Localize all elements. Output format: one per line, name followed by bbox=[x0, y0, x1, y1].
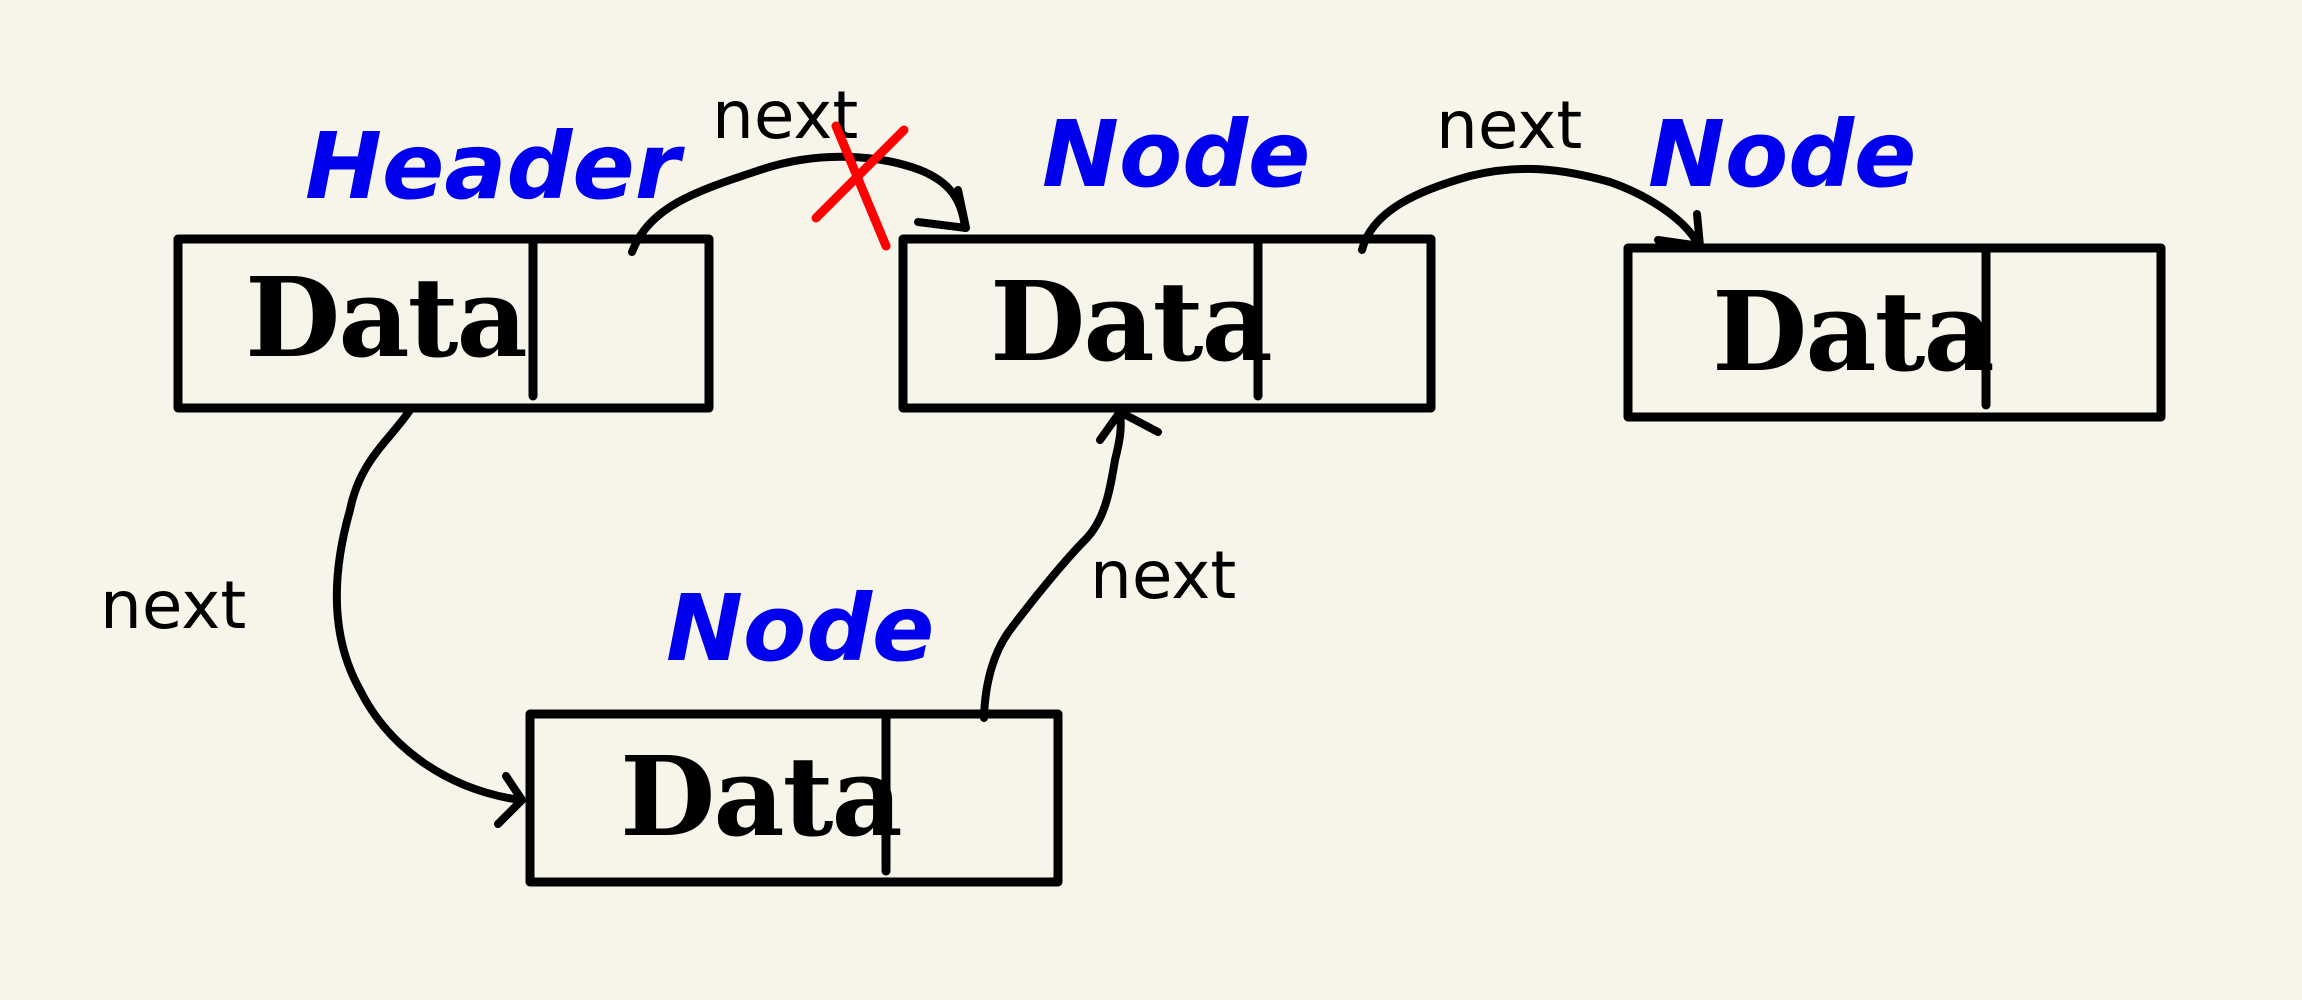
link-label: next bbox=[100, 567, 246, 644]
link-header-to-inserted: next bbox=[100, 406, 526, 828]
node-box bbox=[525, 709, 1063, 887]
link-middle-to-right: next bbox=[1358, 87, 1704, 254]
node-right: Node Data bbox=[1623, 101, 2166, 422]
link-label: next bbox=[1090, 537, 1236, 614]
node-box bbox=[1623, 243, 2166, 422]
node-title: Node bbox=[1042, 101, 1310, 208]
node-data-label: Data bbox=[245, 253, 526, 382]
node-middle: Node Data bbox=[898, 101, 1436, 413]
arrowhead-icon bbox=[494, 772, 526, 828]
link-label: next bbox=[1436, 87, 1582, 164]
x-mark-icon bbox=[811, 121, 909, 251]
arrowhead-icon bbox=[914, 186, 970, 232]
arrowhead-icon bbox=[1654, 210, 1704, 250]
link-curve bbox=[1358, 164, 1702, 254]
node-data-label: Data bbox=[990, 257, 1271, 386]
node-title: Header bbox=[305, 113, 686, 220]
link-label: next bbox=[712, 77, 858, 154]
node-box bbox=[898, 234, 1436, 413]
node-data-label: Data bbox=[620, 732, 901, 861]
link-inserted-to-middle: next bbox=[980, 408, 1236, 722]
link-curve bbox=[332, 406, 524, 804]
link-curve bbox=[980, 408, 1125, 722]
node-inserted: Node Data bbox=[525, 575, 1063, 887]
link-header-to-middle-removed: next bbox=[628, 77, 970, 256]
arrowhead-icon bbox=[1096, 408, 1162, 444]
header-node: Header Data bbox=[173, 113, 714, 413]
node-box bbox=[173, 234, 714, 413]
node-title: Node bbox=[666, 575, 934, 682]
node-title: Node bbox=[1648, 101, 1916, 208]
link-curve bbox=[628, 152, 969, 256]
node-data-label: Data bbox=[1712, 267, 1993, 396]
